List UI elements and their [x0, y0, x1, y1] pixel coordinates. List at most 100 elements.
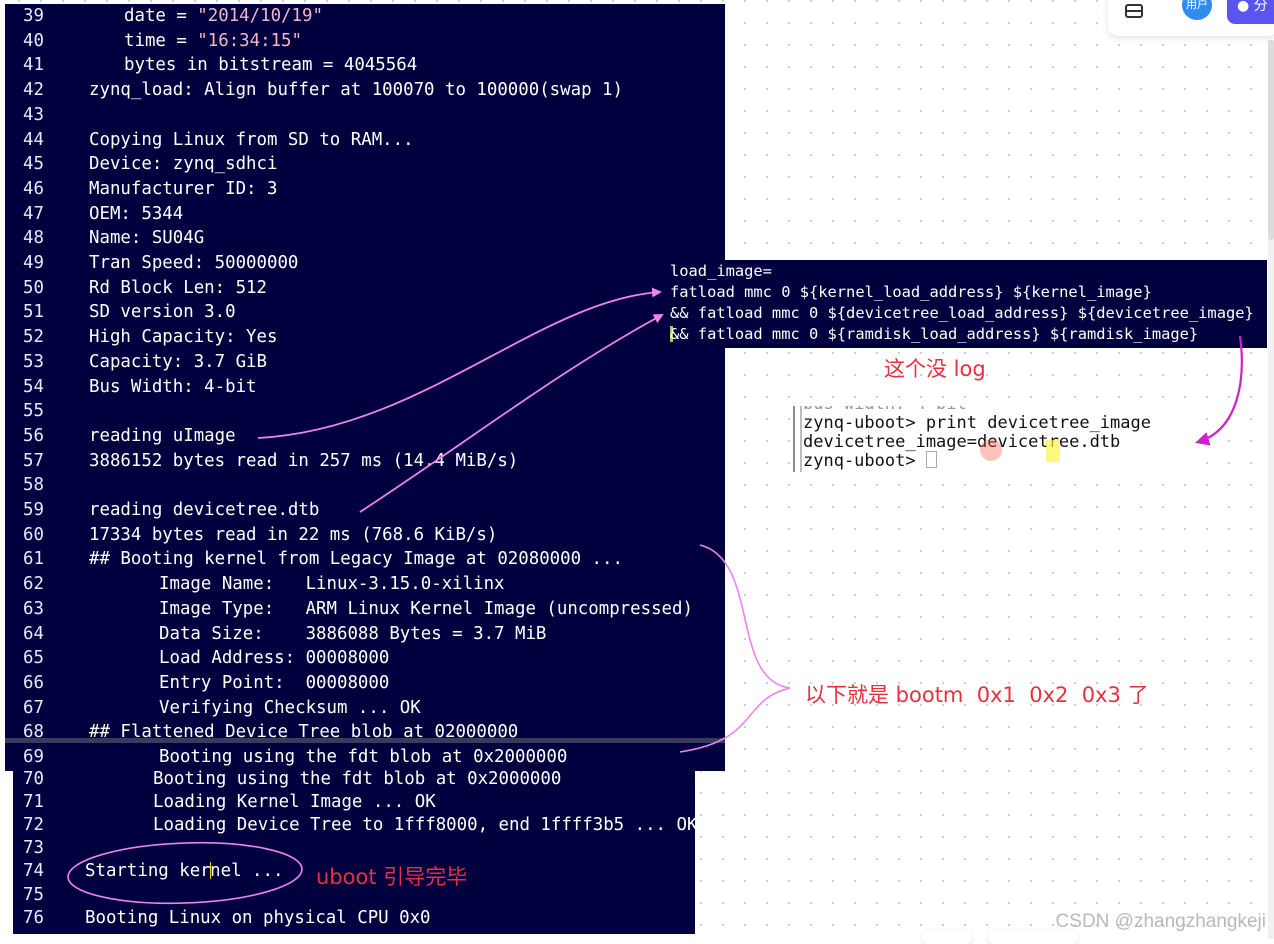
- line-text: Name: SU04G: [89, 228, 205, 249]
- line-text: OEM: 5344: [89, 203, 184, 224]
- user-avatar[interactable]: 用户: [1182, 0, 1212, 20]
- command-text: && fatload mmc 0 ${ramdisk_load_address}…: [670, 325, 1199, 343]
- string-literal: "2014/10/19": [197, 6, 323, 26]
- line-number: 45: [23, 154, 44, 175]
- annotation-no-log: 这个没 log: [884, 357, 986, 381]
- line-number: 48: [23, 228, 44, 249]
- line-number: 50: [23, 277, 44, 298]
- line-text: time = "16:34:15": [124, 29, 302, 53]
- line-number: 61: [23, 549, 44, 570]
- terminal-line: 46 Manufacturer ID: 3: [5, 177, 725, 201]
- terminal-line: 57 3886152 bytes read in 257 ms (14.4 MiB…: [5, 449, 725, 473]
- terminal-line: 61 ## Booting kernel from Legacy Image at…: [5, 547, 725, 571]
- terminal-line: 47 OEM: 5344: [5, 202, 725, 226]
- line-text-start: Starting ker: [85, 861, 211, 882]
- line-number: 76: [23, 907, 44, 928]
- terminal-line: 39 date = "2014/10/19": [5, 4, 725, 28]
- line-number: 44: [23, 129, 44, 150]
- annotation-bootm: 以下就是 bootm 0x1 0x2 0x3 了: [805, 683, 1149, 707]
- console-line: devicetree_image=devicetree.dtb: [803, 432, 1120, 452]
- cursor-highlight: [1046, 440, 1060, 462]
- line-text: SD version 3.0: [89, 302, 236, 323]
- line-number: 49: [23, 253, 44, 273]
- page-scrollbar-thumb[interactable]: [1268, 40, 1274, 240]
- line-number: 40: [23, 30, 44, 51]
- line-number: 66: [23, 672, 44, 693]
- line-number: 70: [23, 769, 44, 789]
- command-line: && fatload mmc 0 ${ramdisk_load_address}…: [670, 324, 1198, 345]
- line-text-end: nel ...: [210, 861, 284, 882]
- terminal-log-upper: 39 date = "2014/10/19" 40 time = "16:34:15"…: [5, 4, 725, 771]
- terminal-line: 64 Data Size: 3886088 Bytes = 3.7 MiB: [5, 622, 725, 646]
- uboot-console-snippet: bus width: 4-bit zynq-uboot> print devic…: [790, 406, 1194, 472]
- line-number: 60: [23, 524, 44, 545]
- load-image-command-box: load_image=fatload mmc 0 ${kernel_load_a…: [664, 260, 1267, 348]
- command-line: load_image=: [670, 262, 772, 280]
- line-number: 68: [23, 722, 44, 743]
- line-text: Data Size: 3886088 Bytes = 3.7 MiB: [159, 623, 547, 644]
- line-number: 74: [23, 861, 44, 882]
- line-text: Booting Linux on physical CPU 0x0: [85, 907, 431, 928]
- line-text: Booting using the fdt blob at 0x2000000: [159, 747, 568, 767]
- line-number: 58: [23, 475, 44, 496]
- line-text: Starting kernel ...: [85, 860, 283, 883]
- page-scrollbar[interactable]: [1268, 40, 1274, 939]
- terminal-line: 76 Booting Linux on physical CPU 0x0: [13, 907, 695, 930]
- console-gutter: [793, 406, 802, 472]
- layout-icon[interactable]: [1125, 4, 1143, 18]
- line-number: 54: [23, 376, 44, 397]
- line-number: 73: [23, 838, 44, 859]
- line-number: 67: [23, 697, 44, 718]
- line-text: Copying Linux from SD to RAM...: [89, 129, 414, 150]
- line-number: 65: [23, 648, 44, 669]
- line-text: Tran Speed: 50000000: [89, 253, 299, 273]
- line-text: Loading Device Tree to 1fff8000, end 1ff…: [153, 815, 695, 836]
- line-text: Capacity: 3.7 GiB: [89, 351, 267, 372]
- line-text: Loading Kernel Image ... OK: [153, 792, 436, 813]
- line-text: Device: zynq_sdhci: [89, 154, 278, 175]
- line-text: ## Booting kernel from Legacy Image at 0…: [89, 549, 623, 570]
- console-line: zynq-uboot>: [803, 451, 937, 470]
- bottom-tab-left[interactable]: [922, 930, 972, 944]
- terminal-line: 49 Tran Speed: 50000000: [5, 251, 725, 275]
- line-number: 64: [23, 623, 44, 644]
- line-number: 56: [23, 425, 44, 446]
- terminal-line: 58: [5, 473, 725, 497]
- terminal-line: 60 17334 bytes read in 22 ms (768.6 KiB/s…: [5, 523, 725, 547]
- line-text: 3886152 bytes read in 257 ms (14.4 MiB/s…: [89, 450, 519, 471]
- line-text: ## Flattened Device Tree blob at 0200000…: [89, 722, 519, 743]
- line-number: 46: [23, 178, 44, 199]
- line-number: 39: [23, 6, 44, 26]
- share-button[interactable]: ● 分: [1227, 0, 1274, 24]
- line-number: 57: [23, 450, 44, 471]
- line-number: 55: [23, 401, 44, 422]
- line-number: 47: [23, 203, 44, 224]
- line-highlight: [5, 738, 725, 743]
- line-text: date = "2014/10/19": [124, 4, 323, 28]
- terminal-line: 73: [13, 837, 695, 860]
- line-number: 42: [23, 80, 44, 101]
- console-cursor: [925, 451, 937, 468]
- click-indicator: [980, 439, 1002, 461]
- assign-key: time =: [124, 30, 198, 51]
- line-number: 75: [23, 884, 44, 905]
- line-text: 17334 bytes read in 22 ms (768.6 KiB/s): [89, 524, 498, 545]
- line-text: Manufacturer ID: 3: [89, 178, 278, 199]
- terminal-line: 48 Name: SU04G: [5, 226, 725, 250]
- watermark: CSDN @zhangzhangkeji: [1055, 911, 1266, 932]
